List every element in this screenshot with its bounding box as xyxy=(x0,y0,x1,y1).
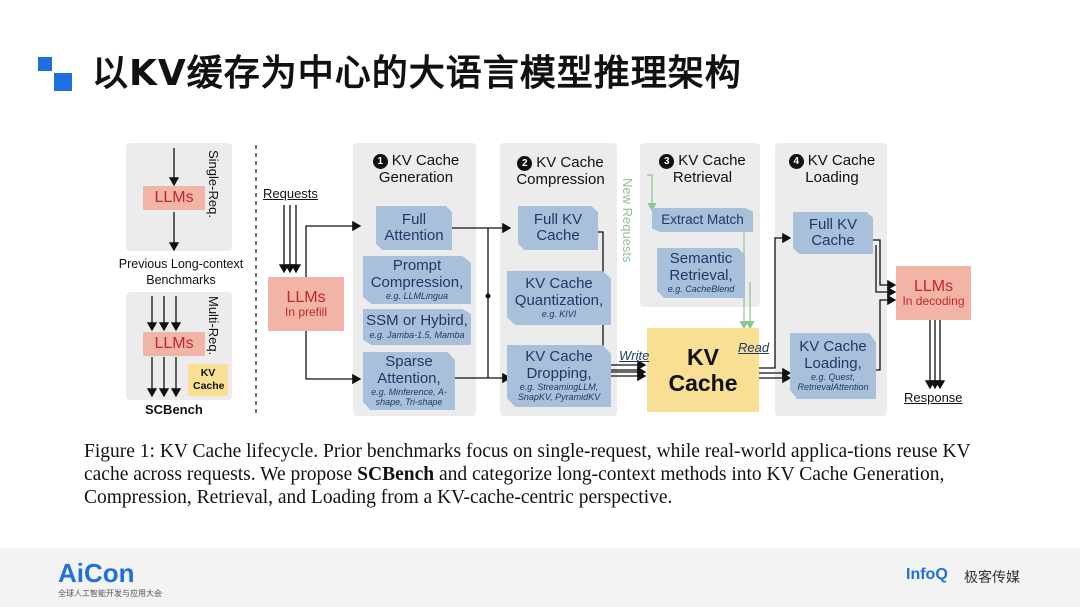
title-logo-mark xyxy=(38,57,74,93)
scbench-label: SCBench xyxy=(145,402,203,417)
sparse-attention-box: Sparse Attention, e.g. Minference, A-sha… xyxy=(363,352,455,410)
extract-match-box: Extract Match xyxy=(652,208,753,232)
left-kv-cache-box: KV Cache xyxy=(188,364,228,396)
read-label: Read xyxy=(738,340,770,355)
prev-benchmarks-label: Previous Long-context Benchmarks xyxy=(118,257,244,287)
slide-title: 以KV缓存为中心的大语言模型推理架构 xyxy=(92,53,742,94)
full-kv-cache-box: Full KV Cache xyxy=(518,206,598,250)
kv-cache-central-box: KV Cache xyxy=(647,328,759,412)
stage4-full-kv-cache-box: Full KV Cache xyxy=(793,212,873,254)
single-req-label: Single-Req. xyxy=(206,150,221,218)
llms-single-box: LLMs xyxy=(143,186,205,210)
llms-decoding-box: LLMs In decoding xyxy=(896,266,971,320)
full-attention-box: Full Attention xyxy=(376,206,452,250)
multi-req-label: Multi-Req. xyxy=(206,296,221,356)
footer-bar xyxy=(0,548,1080,607)
figure-caption: Figure 1: KV Cache lifecycle. Prior benc… xyxy=(84,441,971,508)
requests-label: Requests xyxy=(263,186,318,201)
kv-cache-loading-box: KV Cache Loading, e.g. Quest, RetrievalA… xyxy=(790,333,876,399)
kv-dropping-box: KV Cache Dropping, e.g. StreamingLLM, Sn… xyxy=(507,345,611,407)
infoq-cn-label: 极客传媒 xyxy=(964,569,1020,585)
aicon-logo: AiCon xyxy=(58,558,135,588)
semantic-retrieval-box: Semantic Retrieval, e.g. CacheBlend xyxy=(657,248,745,298)
aicon-subtitle: 全球人工智能开发与应用大会 xyxy=(58,589,162,598)
write-label: Write xyxy=(619,348,650,363)
infoq-logo: InfoQ xyxy=(906,566,948,583)
kv-quantization-box: KV Cache Quantization, e.g. KIVI xyxy=(507,271,611,325)
new-requests-label: New Requests xyxy=(620,178,635,263)
ssm-hybrid-box: SSM or Hybird, e.g. Jamba-1.5, Mamba xyxy=(363,309,471,345)
llms-prefill-box: LLMs In prefill xyxy=(268,277,344,331)
llms-multi-box: LLMs xyxy=(143,332,205,356)
response-label: Response xyxy=(904,390,963,405)
prompt-compression-box: Prompt Compression, e.g. LLMLingua xyxy=(363,256,471,304)
